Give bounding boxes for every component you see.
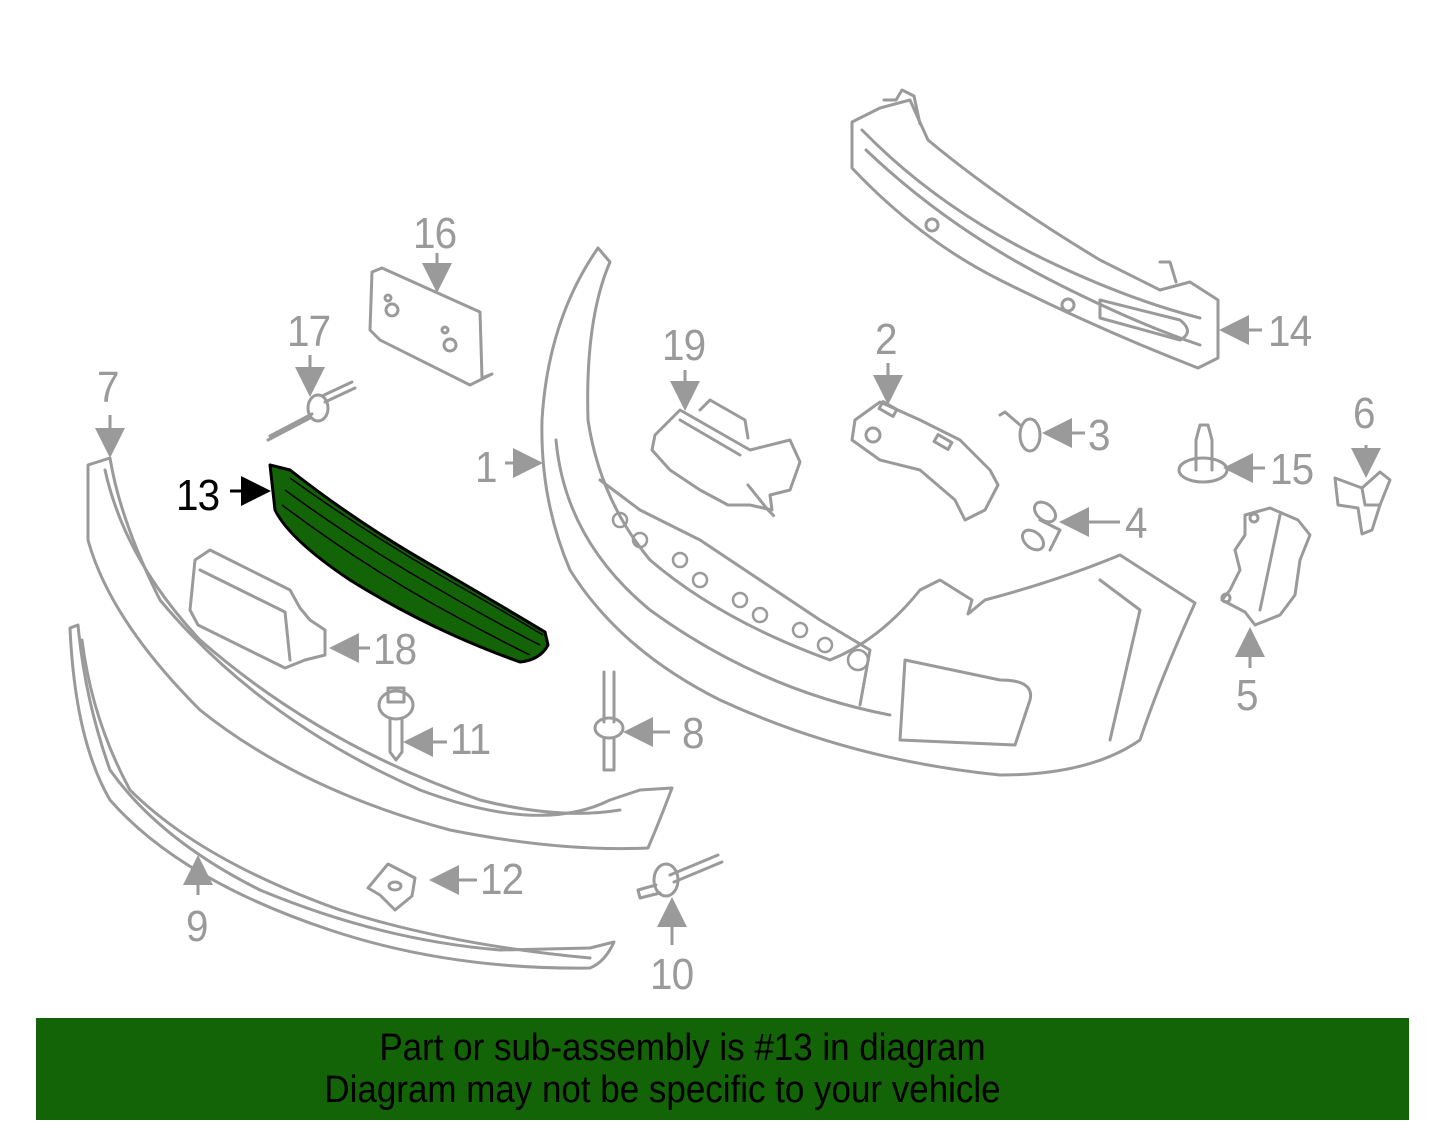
- callout-7[interactable]: 7: [97, 363, 120, 412]
- callout-16[interactable]: 16: [413, 209, 457, 258]
- callout-5[interactable]: 5: [1236, 671, 1259, 720]
- part-18-sensor-module: [188, 548, 327, 670]
- part-6-guide: [1333, 470, 1392, 536]
- callout-6[interactable]: 6: [1353, 389, 1376, 438]
- callout-12[interactable]: 12: [480, 855, 524, 904]
- part-13-lower-grille-highlighted: [268, 463, 550, 664]
- callout-11[interactable]: 11: [450, 715, 491, 764]
- part-16-license-bracket: [368, 266, 494, 387]
- callout-17[interactable]: 17: [287, 307, 331, 356]
- callout-8[interactable]: 8: [682, 709, 705, 758]
- callout-4[interactable]: 4: [1125, 499, 1148, 548]
- part-5-side-bracket: [1220, 506, 1312, 627]
- callout-1[interactable]: 1: [475, 443, 498, 492]
- part-10-push-pin: [636, 853, 724, 900]
- callout-18[interactable]: 18: [373, 625, 417, 674]
- callout-3[interactable]: 3: [1088, 411, 1111, 460]
- part-14-reinforcement-bar: [850, 88, 1220, 370]
- part-8-pin-rivet: [593, 670, 625, 772]
- banner-line-part-number: Part or sub-assembly is #13 in diagram: [379, 1027, 986, 1069]
- part-1-bumper-cover: [540, 246, 1197, 777]
- part-3-clip: [998, 410, 1042, 453]
- part-11-bolt: [377, 686, 415, 762]
- callout-15[interactable]: 15: [1270, 445, 1314, 494]
- part-12-speed-nut: [366, 862, 417, 912]
- banner-line-disclaimer: Diagram may not be specific to your vehi…: [324, 1069, 1001, 1111]
- callout-13-selected[interactable]: 13: [176, 471, 220, 520]
- callout-10[interactable]: 10: [650, 950, 694, 999]
- callout-19[interactable]: 19: [662, 321, 706, 370]
- part-19-sensor-bracket: [650, 398, 802, 517]
- callout-9[interactable]: 9: [186, 902, 209, 951]
- part-2-bracket: [850, 400, 1000, 522]
- part-7-lower-cover: [86, 456, 674, 851]
- part-9-deflector-strip: [68, 623, 616, 970]
- parts-diagram: 1 2 3 4 5 6 7 8 9 10 11 12 13 14 15 16 1…: [68, 88, 1392, 999]
- part-15-stud-clip: [1177, 423, 1229, 484]
- callout-2[interactable]: 2: [875, 315, 898, 364]
- info-banner: Part or sub-assembly is #13 in diagram D…: [36, 1018, 1409, 1120]
- callout-14[interactable]: 14: [1268, 307, 1312, 356]
- part-4-retainer: [1020, 500, 1062, 552]
